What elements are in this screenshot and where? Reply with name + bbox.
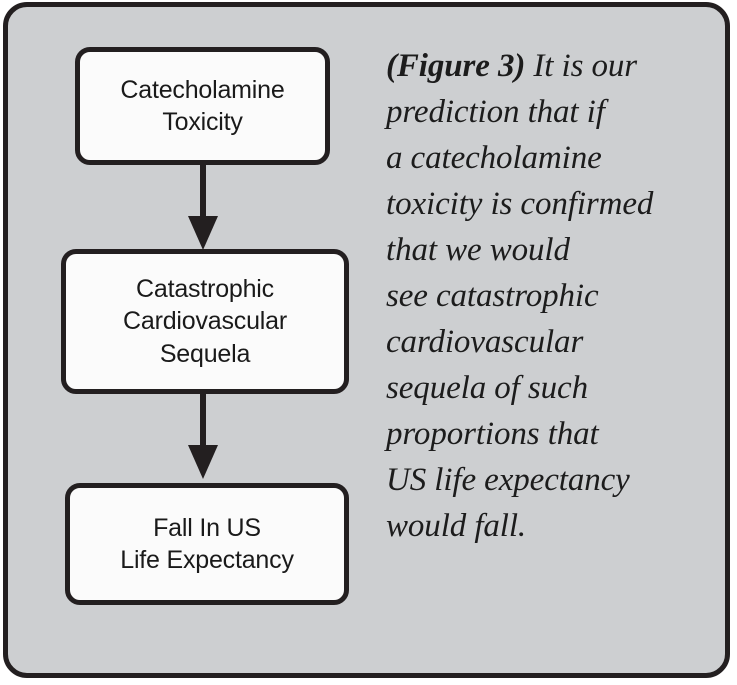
flow-node-label: Catastrophic Cardiovascular Sequela	[123, 274, 287, 368]
flow-node-catecholamine-toxicity: Catecholamine Toxicity	[75, 47, 330, 165]
flow-node-cardiovascular-sequela: Catastrophic Cardiovascular Sequela	[61, 249, 349, 394]
flowchart: Catecholamine Toxicity Catastrophic Card…	[53, 39, 353, 619]
flow-node-life-expectancy: Fall In US Life Expectancy	[65, 483, 349, 605]
flow-node-label: Catecholamine Toxicity	[120, 75, 285, 137]
down-arrow-icon	[183, 164, 223, 250]
figure-caption: (Figure 3) It is our prediction that if …	[386, 43, 716, 549]
flow-node-label: Fall In US Life Expectancy	[120, 513, 294, 575]
figure-frame: Catecholamine Toxicity Catastrophic Card…	[3, 2, 730, 678]
down-arrow-icon	[183, 393, 223, 479]
figure-caption-label: (Figure 3)	[386, 48, 526, 84]
figure-caption-body: It is our prediction that if a catechola…	[386, 48, 654, 544]
